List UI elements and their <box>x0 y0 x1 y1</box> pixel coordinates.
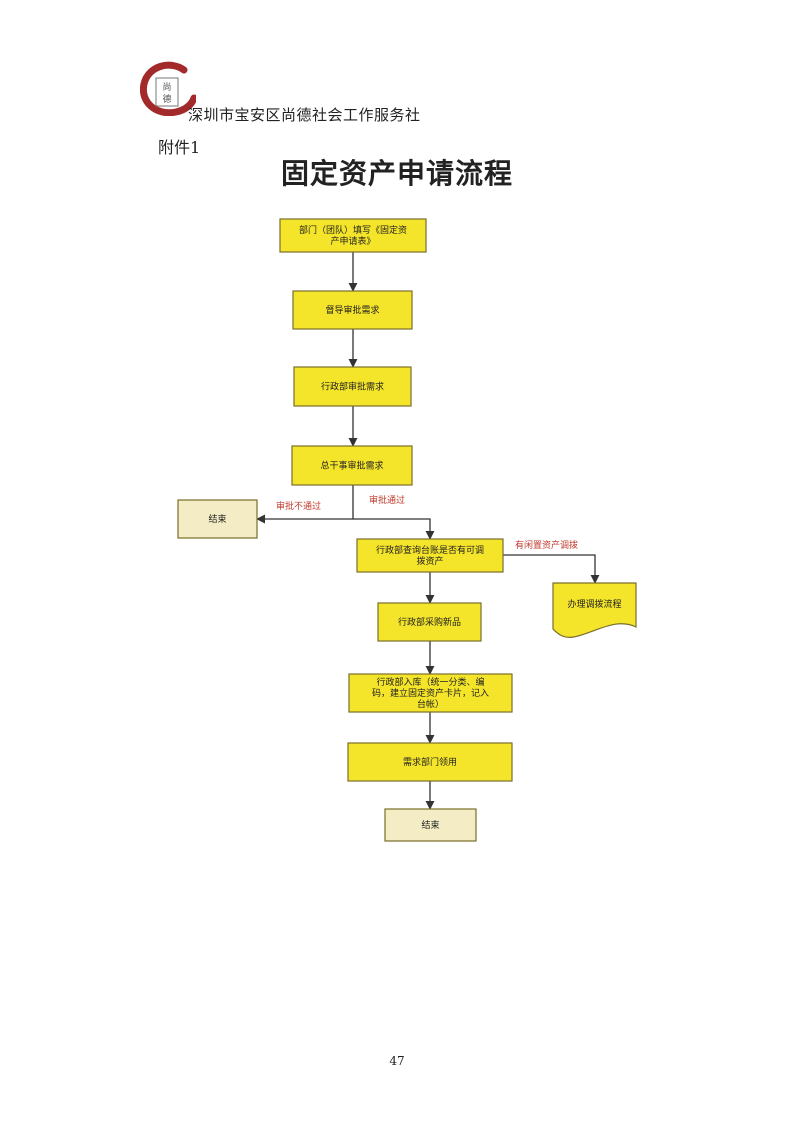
page-title: 固定资产申请流程 <box>280 157 513 190</box>
page-number: 47 <box>389 1054 405 1068</box>
node-label-n3: 行政部审批需求 <box>321 381 384 393</box>
node-shape-n3 <box>293 366 412 407</box>
node-label-n1: 产申请表》 <box>330 235 375 247</box>
node-label-n9: 行政部入库（统一分类、编 <box>376 676 484 688</box>
edge-n6-n7 <box>503 554 600 584</box>
node-n4: 总干事审批需求 <box>291 445 413 486</box>
node-label-n1: 部门（团队）填写《固定资 <box>299 224 407 236</box>
node-shape-n4 <box>291 445 413 486</box>
organization-logo: 尚 德 <box>140 61 196 116</box>
edge-label-n4-n6: 审批通过 <box>369 494 405 506</box>
node-label-n11: 结束 <box>421 819 439 831</box>
node-label-n10: 需求部门领用 <box>403 756 457 768</box>
node-label-n5: 结束 <box>208 513 226 525</box>
node-shape-n5 <box>177 499 258 539</box>
node-n8: 行政部采购新品 <box>377 602 482 642</box>
node-shape-n6 <box>356 538 504 573</box>
node-n10: 需求部门领用 <box>347 742 513 782</box>
edge-label-n6-n7: 有闲置资产调拨 <box>515 539 578 551</box>
node-n2: 督导审批需求 <box>292 290 413 330</box>
node-n5: 结束 <box>177 499 258 539</box>
node-label-n4: 总干事审批需求 <box>320 460 383 472</box>
logo-char-1: 尚 <box>162 81 171 93</box>
node-shape-n2 <box>292 290 413 330</box>
node-label-n2: 督导审批需求 <box>325 304 379 316</box>
node-shape-n11 <box>384 808 477 842</box>
edge-label-n4-n5: 审批不通过 <box>276 500 321 512</box>
node-label-n6: 行政部查询台账是否有可调 <box>376 544 484 556</box>
node-shape-n7 <box>552 582 637 638</box>
logo-char-2: 德 <box>162 93 171 105</box>
edge-n4-n6 <box>353 518 435 540</box>
node-shape-n9 <box>348 673 513 713</box>
node-n7: 办理调拨流程 <box>552 582 637 638</box>
organization-name: 深圳市宝安区尚德社会工作服务社 <box>188 106 421 124</box>
node-label-n9: 台帐） <box>417 698 444 710</box>
node-shape-n1 <box>279 218 427 253</box>
attachment-label: 附件1 <box>158 138 201 157</box>
node-label-n6: 拨资产 <box>416 555 443 567</box>
node-label-n7: 办理调拨流程 <box>567 598 621 610</box>
node-shape-n10 <box>347 742 513 782</box>
node-shape-n8 <box>377 602 482 642</box>
node-n11: 结束 <box>384 808 477 842</box>
node-n3: 行政部审批需求 <box>293 366 412 407</box>
node-label-n9: 码，建立固定资产卡片，记入 <box>372 687 489 699</box>
node-label-n8: 行政部采购新品 <box>398 616 461 628</box>
